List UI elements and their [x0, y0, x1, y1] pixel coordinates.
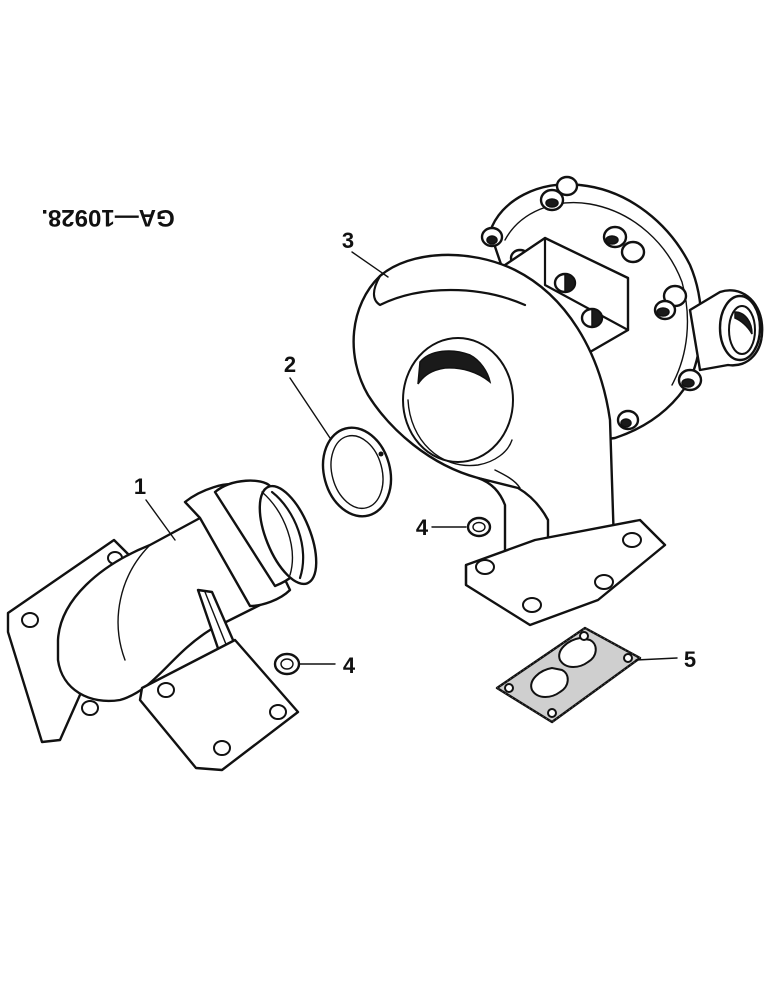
callout-4-lower: 4 [343, 653, 356, 678]
leader-line-3 [351, 251, 389, 278]
leader-line-2 [289, 377, 331, 439]
elbow-pipe-drawing [6, 479, 318, 772]
clamp-ring-drawing [321, 426, 393, 518]
figure-id-label-group: GA—10928. [41, 204, 174, 231]
figure-id-label: GA—10928. [41, 204, 174, 231]
leader-line-5 [635, 657, 678, 661]
gasket-drawing [495, 626, 642, 724]
turbocharger-drawing [352, 175, 764, 627]
o-ring-upper-drawing [466, 516, 492, 538]
callout-2: 2 [284, 352, 296, 377]
callout-3: 3 [342, 228, 354, 253]
o-ring-lower-drawing [273, 652, 301, 676]
leader-lines [145, 251, 678, 665]
callout-1: 1 [134, 474, 146, 499]
leader-line-1 [145, 499, 176, 541]
rear-housing-bolts [480, 175, 703, 431]
callout-5: 5 [684, 647, 696, 672]
callout-4-upper: 4 [416, 515, 429, 540]
